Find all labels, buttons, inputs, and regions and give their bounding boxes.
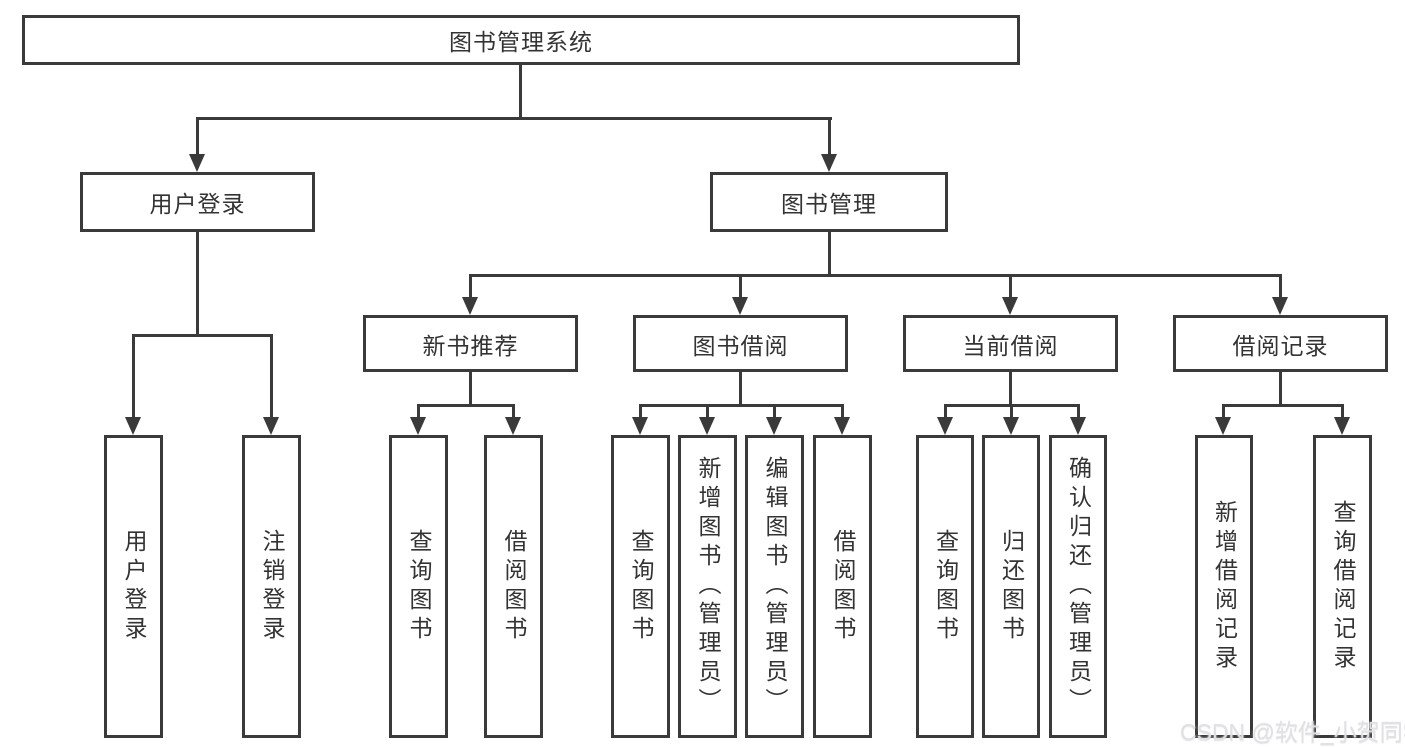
arrowhead-down-icon [1003, 417, 1019, 435]
arrowhead-down-icon [462, 297, 478, 315]
connector-line [944, 404, 947, 418]
connector-line [828, 117, 831, 157]
node-label: 用户登录 [149, 191, 246, 217]
connector-line [196, 117, 832, 120]
leaf-label: 查询借阅记录 [1330, 499, 1356, 674]
node-label: 借阅记录 [1232, 332, 1329, 359]
arrowhead-down-icon [189, 154, 205, 172]
leaf-confirm-return-admin: 确认归还（管理员） [1049, 435, 1107, 738]
connector-line [828, 232, 831, 277]
node-new-book-recommend: 新书推荐 [363, 315, 578, 372]
leaf-label: 借阅图书 [830, 528, 856, 645]
leaf-add-borrow-record: 新增借阅记录 [1195, 435, 1253, 738]
connector-line [469, 372, 472, 407]
connector-line [706, 404, 709, 418]
connector-line [132, 334, 273, 337]
connector-line [773, 404, 776, 418]
connector-line [1009, 274, 1012, 299]
arrowhead-down-icon [1002, 297, 1018, 315]
connector-line [841, 404, 844, 418]
leaf-label: 归还图书 [998, 528, 1025, 645]
arrowhead-down-icon [632, 417, 648, 435]
arrowhead-down-icon [505, 417, 521, 435]
connector-line [196, 117, 199, 157]
leaf-label: 新增图书（管理员） [695, 456, 721, 717]
leaf-query-books-borrowing: 查询图书 [611, 435, 670, 738]
leaf-label: 用户登录 [121, 528, 147, 645]
leaf-label: 新增借阅记录 [1211, 499, 1238, 674]
leaf-label: 查询图书 [628, 528, 654, 645]
arrowhead-down-icon [937, 417, 953, 435]
leaf-edit-books-admin: 编辑图书（管理员） [745, 435, 804, 738]
node-current-borrowing: 当前借阅 [903, 315, 1118, 372]
node-label: 图书管理 [781, 191, 877, 217]
leaf-return-books: 归还图书 [982, 435, 1040, 738]
leaf-user-login: 用户登录 [104, 435, 163, 738]
leaf-logout: 注销登录 [242, 435, 301, 738]
connector-line [1222, 404, 1344, 407]
leaf-borrow-books-borrowing: 借阅图书 [813, 435, 872, 738]
connector-line [196, 232, 199, 337]
arrowhead-down-icon [410, 417, 426, 435]
connector-line [417, 404, 515, 407]
arrowhead-down-icon [1334, 417, 1350, 435]
connector-line [519, 64, 522, 118]
arrowhead-down-icon [1070, 417, 1086, 435]
leaf-label: 注销登录 [259, 528, 285, 645]
leaf-label: 确认归还（管理员） [1065, 456, 1092, 717]
leaf-borrow-books-recommend: 借阅图书 [484, 435, 543, 738]
arrowhead-down-icon [821, 154, 837, 172]
connector-line [739, 372, 742, 407]
node-root-system: 图书管理系统 [22, 15, 1020, 65]
arrowhead-down-icon [699, 417, 715, 435]
node-book-borrowing: 图书借阅 [633, 315, 848, 372]
connector-line [417, 404, 420, 418]
node-label: 图书管理系统 [449, 29, 593, 55]
leaf-add-books-admin: 新增图书（管理员） [678, 435, 737, 738]
connector-line [1279, 372, 1282, 407]
arrowhead-down-icon [766, 417, 782, 435]
arrowhead-down-icon [125, 417, 141, 435]
node-user-login-branch: 用户登录 [80, 172, 315, 232]
connector-line [1077, 404, 1080, 418]
arrowhead-down-icon [1215, 417, 1231, 435]
connector-line [512, 404, 515, 418]
node-borrowing-records: 借阅记录 [1173, 315, 1388, 372]
leaf-query-books-current: 查询图书 [916, 435, 974, 738]
connector-line [639, 404, 844, 407]
leaf-label: 借阅图书 [501, 528, 527, 645]
node-label: 新书推荐 [422, 332, 519, 359]
connector-line [132, 334, 135, 417]
leaf-query-books-recommend: 查询图书 [389, 435, 448, 738]
connector-line [270, 334, 273, 417]
csdn-watermark: CSDN @软件_小贺同学 [1180, 719, 1405, 745]
connector-line [739, 274, 742, 299]
node-label: 当前借阅 [962, 332, 1059, 359]
leaf-label: 编辑图书（管理员） [762, 456, 788, 717]
node-book-management: 图书管理 [710, 172, 948, 232]
connector-line [1009, 372, 1012, 407]
connector-line [1222, 404, 1225, 418]
arrowhead-down-icon [732, 297, 748, 315]
connector-line [469, 274, 1282, 277]
connector-line [1010, 404, 1013, 418]
arrowhead-down-icon [834, 417, 850, 435]
leaf-label: 查询图书 [932, 528, 959, 645]
connector-line [1279, 274, 1282, 299]
leaf-query-borrow-record: 查询借阅记录 [1313, 435, 1372, 738]
connector-line [639, 404, 642, 418]
node-label: 图书借阅 [692, 332, 789, 359]
leaf-label: 查询图书 [406, 528, 432, 645]
connector-line [1341, 404, 1344, 418]
arrowhead-down-icon [263, 417, 279, 435]
arrowhead-down-icon [1272, 297, 1288, 315]
connector-line [469, 274, 472, 299]
